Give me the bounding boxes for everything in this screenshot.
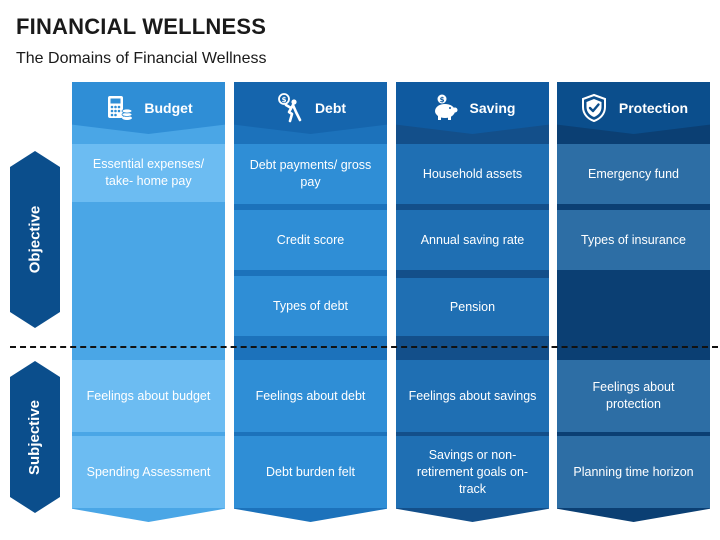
subjective-row-label: Subjective	[10, 361, 60, 513]
protection-subjective-cell-2: Planning time horizon	[557, 436, 710, 508]
cell-text: Feelings about budget	[86, 388, 211, 403]
saving-objective-cell-3: Pension	[396, 278, 549, 336]
subjective-label: Subjective	[26, 399, 44, 475]
cell-text: Feelings about savings	[408, 388, 537, 403]
cell-text: Pension	[449, 299, 496, 314]
person-carrying-debt-icon: $	[278, 93, 302, 123]
saving-subjective-cell-2: Savings or non-retirement goals on- trac…	[396, 436, 549, 508]
cell-text: Debt payments/ gross pay	[249, 158, 372, 189]
objective-label: Objective	[26, 205, 44, 274]
debt-column: Debt payments/ gross pay Credit score Ty…	[234, 82, 387, 522]
cell-text: Annual saving rate	[420, 232, 525, 247]
saving-objective-cell-2: Annual saving rate	[396, 210, 549, 270]
debt-header-label: Debt	[314, 100, 347, 116]
debt-header: $ Debt	[234, 82, 387, 134]
svg-text:$: $	[282, 96, 287, 104]
debt-objective-cell-3: Types of debt	[234, 276, 387, 336]
objective-row-label: Objective	[10, 151, 60, 328]
cell-text: Types of debt	[272, 298, 349, 313]
saving-column: Household assets Annual saving rate Pens…	[396, 82, 549, 522]
saving-header: $ Saving	[396, 82, 549, 134]
svg-text:$: $	[439, 96, 444, 104]
piggy-bank-icon: $	[434, 94, 458, 120]
budget-header-label: Budget	[144, 100, 193, 116]
cell-text: Feelings about protection	[592, 380, 675, 411]
cell-text: Essential expenses/ take- home pay	[92, 157, 205, 188]
cell-text: Spending Assessment	[86, 464, 211, 479]
protection-objective-cell-2: Types of insurance	[557, 210, 710, 270]
budget-column: Essential expenses/ take- home pay Feeli…	[72, 82, 225, 522]
cell-text: Credit score	[276, 232, 345, 247]
shield-check-icon	[581, 93, 606, 123]
calculator-coins-icon	[108, 96, 133, 120]
saving-objective-cell-1: Household assets	[396, 144, 549, 204]
cell-text: Savings or non-retirement goals on- trac…	[416, 447, 529, 496]
budget-subjective-cell-1: Feelings about budget	[72, 360, 225, 432]
objective-subjective-divider	[10, 346, 718, 348]
cell-text: Feelings about debt	[255, 388, 366, 403]
debt-subjective-cell-2: Debt burden felt	[234, 436, 387, 508]
cell-text: Planning time horizon	[573, 464, 694, 479]
debt-subjective-cell-1: Feelings about debt	[234, 360, 387, 432]
budget-header: Budget	[72, 82, 225, 134]
page-title: FINANCIAL WELLNESS	[16, 14, 267, 39]
cell-text: Debt burden felt	[266, 464, 355, 479]
cell-text: Emergency fund	[587, 166, 680, 181]
protection-subjective-cell-1: Feelings about protection	[557, 360, 710, 432]
protection-header-label: Protection	[618, 100, 689, 116]
cell-text: Household assets	[422, 166, 523, 181]
cell-text: Types of insurance	[581, 232, 686, 247]
budget-objective-cell-1: Essential expenses/ take- home pay	[72, 144, 225, 202]
page-subtitle: The Domains of Financial Wellness	[16, 50, 267, 67]
debt-objective-cell-2: Credit score	[234, 210, 387, 270]
budget-subjective-cell-2: Spending Assessment	[72, 436, 225, 508]
protection-header: Protection	[557, 82, 710, 134]
saving-header-label: Saving	[469, 100, 516, 116]
debt-objective-cell-1: Debt payments/ gross pay	[234, 144, 387, 204]
protection-objective-cell-1: Emergency fund	[557, 144, 710, 204]
protection-column: Emergency fund Types of insurance Feelin…	[557, 82, 710, 522]
saving-subjective-cell-1: Feelings about savings	[396, 360, 549, 432]
